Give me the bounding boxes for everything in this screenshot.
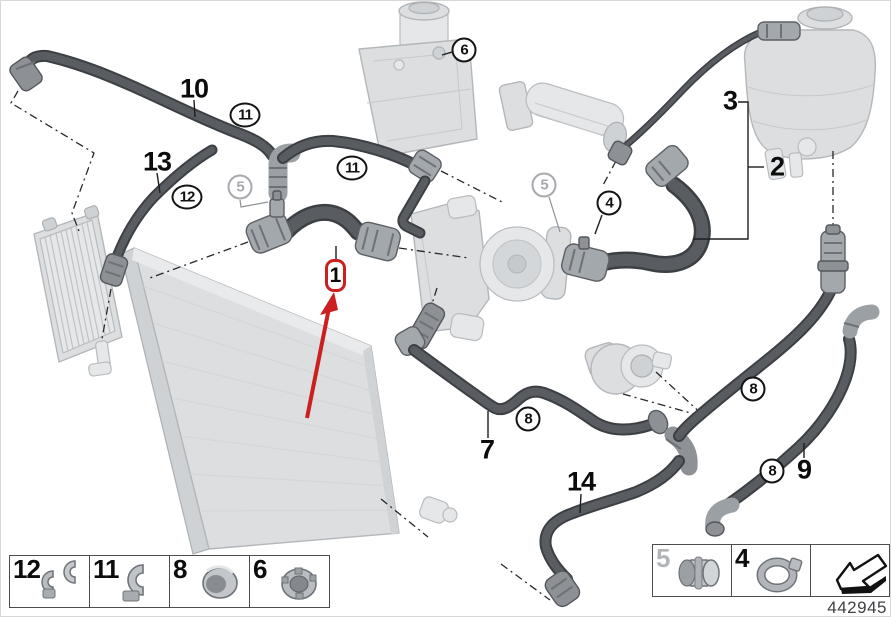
thermostat-housing-ghost	[410, 195, 572, 342]
hose-10-assembly	[9, 55, 442, 233]
callout-circled-8a[interactable]: 8	[515, 406, 541, 432]
callout-circled-12[interactable]: 12	[171, 184, 203, 210]
legend-cell-number: 6	[253, 554, 268, 584]
legend-cell-number: 12	[13, 554, 41, 584]
coolant-hose-2	[560, 144, 703, 282]
hose-9	[705, 304, 880, 537]
callout-circled-11b[interactable]: 11	[336, 155, 368, 181]
callout-circled-11a[interactable]: 11	[229, 102, 261, 128]
callout-circled-5a[interactable]: 5	[227, 174, 253, 200]
callout-circled-5b[interactable]: 5	[531, 172, 557, 198]
legend-cell-4[interactable]: 4	[731, 543, 810, 596]
callout-9[interactable]: 9	[796, 454, 812, 485]
direction-arrow-icon	[835, 553, 888, 594]
connector-sleeve-icon	[678, 556, 720, 590]
electric-water-pump-ghost	[584, 342, 673, 395]
hose-7	[394, 302, 669, 437]
callout-3[interactable]: 3	[722, 85, 738, 116]
retaining-clip-icon	[122, 564, 144, 602]
callout-circled-6[interactable]: 6	[451, 37, 477, 63]
hose-13	[99, 150, 212, 287]
heat-exchanger-ghost	[358, 1, 478, 158]
callout-circled-4[interactable]: 4	[596, 190, 622, 216]
profile-clamp-icon	[202, 565, 238, 599]
hose-clamp-icon	[756, 557, 803, 593]
legend-cell-6[interactable]: 6	[249, 554, 329, 607]
legend-cell-number: 4	[735, 543, 750, 573]
egr-cooler-ghost	[498, 81, 627, 153]
legend-cell-11[interactable]: 11	[89, 554, 169, 607]
legend-cell-12[interactable]: 12	[10, 554, 89, 607]
legend-cell-direction-arrow[interactable]	[810, 545, 889, 596]
quick-coupling-icon	[281, 567, 317, 600]
legend-cell-number: 8	[173, 554, 188, 584]
expansion-tank-ghost	[743, 6, 877, 181]
double-clip-icon	[41, 560, 76, 599]
callout-7[interactable]: 7	[479, 434, 495, 465]
highlighted-callout-1[interactable]: 1	[325, 259, 346, 292]
legend-cell-number: 5	[656, 543, 671, 573]
main-radiator-ghost	[120, 247, 458, 555]
callout-circled-8c[interactable]: 8	[759, 458, 785, 484]
callout-14[interactable]: 14	[566, 466, 596, 497]
callout-2[interactable]: 2	[769, 151, 785, 182]
callout-13[interactable]: 13	[142, 146, 172, 177]
legend-cell-5[interactable]: 5	[653, 543, 731, 596]
legend-clips-left: 12 11 8 6	[9, 554, 330, 608]
leader-lines	[10, 90, 834, 601]
auxiliary-radiator-ghost	[33, 205, 123, 377]
highlighted-callout-label: 1	[329, 263, 342, 287]
doc-number: 442945	[827, 598, 887, 617]
legend-cell-8[interactable]: 8	[169, 554, 249, 607]
callout-circled-8b[interactable]: 8	[740, 376, 766, 402]
highlight-arrow	[305, 292, 338, 419]
legend-cell-number: 11	[93, 554, 119, 584]
vent-pipe-3	[607, 21, 801, 166]
radiator-hose-1	[245, 190, 402, 262]
callout-10[interactable]: 10	[179, 73, 209, 104]
hose-8-upper	[679, 224, 849, 436]
label-leader-lines	[156, 51, 805, 514]
